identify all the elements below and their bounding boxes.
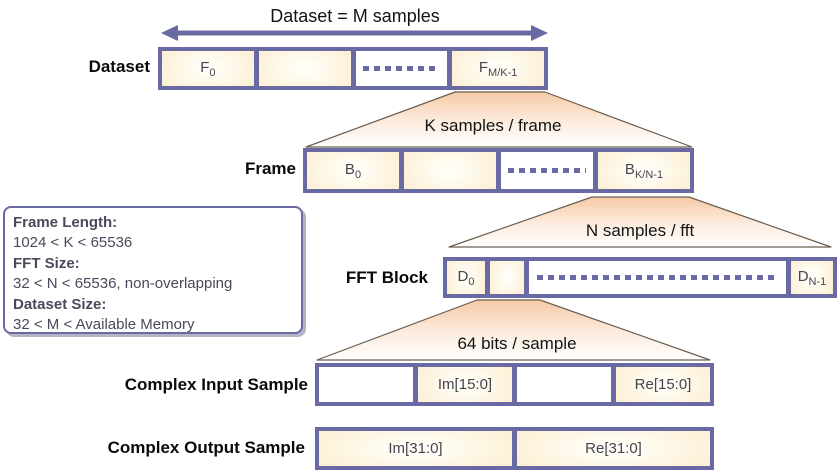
dataset-cell-first: F0 (162, 51, 254, 86)
parameter-info-box: Frame Length: 1024 < K < 65536 FFT Size:… (3, 206, 303, 334)
info-fft-size-heading: FFT Size: (13, 254, 80, 272)
fft-trapezoid-caption: N samples / fft (585, 221, 695, 240)
cell-subscript: 0 (468, 275, 475, 288)
cell-subscript: K/N-1 (634, 168, 664, 181)
complex-input-row-label: Complex Input Sample (124, 375, 308, 394)
frame-cell-blank (404, 152, 496, 189)
ellipsis-dots-icon (508, 168, 586, 173)
cell-base: F (478, 58, 489, 76)
frame-row-label: Frame (244, 159, 296, 178)
frame-cell-ellipsis (501, 152, 593, 189)
output-im-label: Im[31:0] (388, 440, 443, 457)
ellipsis-dots-icon (362, 66, 440, 71)
fft-row-label: FFT Block (345, 268, 428, 287)
fft-cell-last: DN-1 (791, 261, 833, 294)
dataset-cell-last: FM/K-1 (452, 51, 544, 86)
cell-base: D (797, 267, 809, 285)
info-frame-length-heading: Frame Length: (13, 214, 118, 231)
cell-base: F (200, 58, 210, 76)
cell-base: B (344, 160, 355, 178)
sample-trapezoid-caption: 64 bits / sample (457, 334, 577, 353)
info-dataset-size-heading: Dataset Size: (13, 295, 107, 313)
info-dataset-size-value: 32 < M < Available Memory (13, 316, 195, 334)
complex-output-row-label: Complex Output Sample (107, 438, 305, 457)
frame-box: B0 BK/N-1 (303, 148, 694, 193)
cell-base: D (457, 267, 469, 285)
fft-cell-blank (490, 261, 524, 294)
frame-to-fft-trapezoid (448, 196, 832, 248)
cell-base: B (624, 160, 635, 178)
frame-trapezoid-caption: K samples / frame (424, 116, 562, 135)
complex-input-box: Im[15:0] Re[15:0] (315, 363, 714, 406)
dataset-to-frame-trapezoid (305, 91, 693, 148)
cell-subscript: 0 (209, 66, 216, 79)
frame-cell-last-label: BK/N-1 (625, 161, 663, 181)
dataset-cell-first-label: F0 (200, 59, 215, 79)
input-im-label: Im[15:0] (437, 376, 493, 393)
frame-cell-first: B0 (307, 152, 399, 189)
dataset-cell-ellipsis (355, 51, 448, 86)
dataset-cell-blank (258, 51, 351, 86)
input-cell-im: Im[15:0] (418, 367, 512, 402)
frame-cell-first-label: B0 (345, 161, 361, 181)
dataset-arrow-caption: Dataset = M samples (270, 6, 440, 26)
output-re-label: Re[31:0] (585, 440, 642, 457)
input-cell-blank-2 (517, 367, 611, 402)
fft-cell-first: D0 (447, 261, 485, 294)
dataset-cell-last-label: FM/K-1 (479, 59, 518, 79)
info-fft-size-value: 32 < N < 65536, non-overlapping (13, 275, 233, 293)
fft-cell-ellipsis (529, 261, 786, 294)
output-cell-im: Im[31:0] (319, 431, 512, 466)
cell-subscript: M/K-1 (488, 66, 518, 79)
fft-block-box: D0 DN-1 (443, 257, 837, 298)
fft-to-sample-trapezoid (316, 299, 711, 361)
fft-cell-last-label: DN-1 (798, 268, 827, 288)
dataset-row-label: Dataset (88, 57, 150, 76)
fft-cell-first-label: D0 (458, 268, 475, 288)
output-cell-re: Re[31:0] (517, 431, 710, 466)
input-re-label: Re[15:0] (634, 376, 692, 393)
input-cell-re: Re[15:0] (616, 367, 710, 402)
ellipsis-dots-icon (536, 275, 779, 280)
dataset-box: F0 FM/K-1 (158, 47, 548, 90)
complex-output-box: Im[31:0] Re[31:0] (315, 427, 714, 470)
cell-subscript: 0 (354, 168, 362, 181)
input-cell-blank-1 (319, 367, 413, 402)
cell-subscript: N-1 (808, 275, 827, 288)
frame-cell-last: BK/N-1 (598, 152, 690, 189)
info-frame-length-value: 1024 < K < 65536 (13, 234, 133, 252)
double-arrow-icon (161, 25, 548, 41)
